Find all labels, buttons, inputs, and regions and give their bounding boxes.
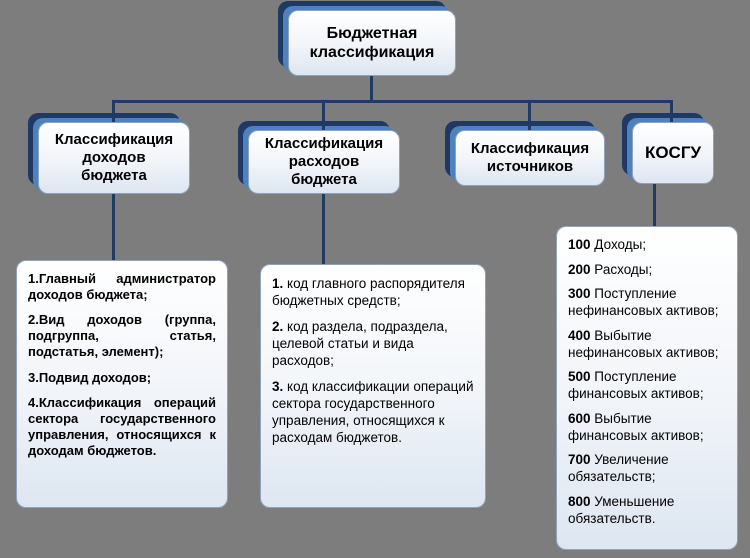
list-item: 600 Выбытие финансовых активов;	[568, 411, 726, 444]
item-text: код раздела, подраздела, целевой статьи …	[272, 319, 448, 368]
list-item: 1. код главного распорядителя бюджетных …	[272, 275, 474, 309]
detail-box-incomes: 1.Главный администратор доходов бюджета;…	[16, 260, 228, 508]
kosgu-code: 700	[568, 452, 591, 468]
kosgu-code: 400	[568, 327, 591, 343]
detail-box-expenses: 1. код главного распорядителя бюджетных …	[260, 264, 486, 508]
kosgu-text: Выбытие нефинансовых активов;	[568, 327, 719, 360]
list-item: 400 Выбытие нефинансовых активов;	[568, 328, 726, 361]
connector-kosgu-detail	[653, 184, 656, 226]
kosgu-code: 100	[568, 237, 591, 252]
branch-sources-label: Классификация источников	[470, 140, 590, 175]
kosgu-text: Увеличение обязательств;	[568, 452, 669, 485]
connector-drop-incomes	[112, 100, 115, 122]
kosgu-text: Поступление финансовых активов;	[568, 369, 704, 402]
branch-node-incomes: Классификация доходов бюджета	[38, 122, 190, 194]
item-number: 3.	[272, 379, 284, 394]
list-item: 800 Уменьшение обязательств.	[568, 494, 726, 527]
list-item: 3. код классификации операций сектора го…	[272, 378, 474, 446]
kosgu-code: 800	[568, 493, 591, 509]
list-item: 2.Вид доходов (группа, подгруппа, статья…	[28, 312, 216, 360]
list-item: 3.Подвид доходов;	[28, 369, 152, 385]
branch-node-kosgu: КОСГУ	[632, 122, 714, 184]
kosgu-code: 200	[568, 261, 591, 277]
list-item: 300 Поступление нефинансовых активов;	[568, 286, 726, 319]
list-item: 200 Расходы;	[568, 262, 726, 279]
connector-drop-sources	[528, 100, 531, 132]
connector-drop-kosgu	[670, 100, 673, 124]
list-item: 4.Классификация операций сектора государ…	[28, 394, 216, 458]
connector-incomes-detail	[112, 194, 115, 260]
branch-expenses-label: Классификация расходов бюджета	[264, 135, 384, 188]
list-item: 500 Поступление финансовых активов;	[568, 369, 726, 402]
branch-node-expenses: Классификация расходов бюджета	[248, 130, 400, 194]
root-node: Бюджетная классификация	[288, 10, 456, 76]
branch-kosgu-label: КОСГУ	[644, 142, 702, 162]
item-number: 2.	[272, 319, 284, 334]
kosgu-text: Расходы;	[594, 261, 653, 277]
connector-drop-expenses	[322, 100, 325, 132]
connector-root-stub	[370, 76, 373, 103]
connector-rail	[112, 100, 673, 103]
kosgu-code: 500	[568, 369, 591, 385]
item-text: код классификации операций сектора госуд…	[272, 379, 474, 445]
list-item: 100 Доходы;	[568, 237, 726, 254]
kosgu-text: Уменьшение обязательств.	[568, 493, 675, 526]
branch-incomes-label: Классификация доходов бюджета	[54, 131, 174, 184]
kosgu-code: 600	[568, 410, 591, 426]
branch-node-sources: Классификация источников	[455, 130, 605, 186]
root-node-label: Бюджетная классификация	[309, 24, 435, 61]
kosgu-text: Доходы;	[594, 237, 647, 252]
list-item: 2. код раздела, подраздела, целевой стат…	[272, 318, 474, 369]
item-text: код главного распорядителя бюджетных сре…	[272, 276, 465, 308]
detail-box-kosgu: 100 Доходы; 200 Расходы; 300 Поступление…	[556, 226, 738, 550]
item-number: 1.	[272, 276, 284, 291]
kosgu-text: Поступление нефинансовых активов;	[568, 286, 719, 319]
kosgu-code: 300	[568, 286, 591, 302]
list-item: 1.Главный администратор доходов бюджета;	[28, 271, 216, 303]
list-item: 700 Увеличение обязательств;	[568, 452, 726, 485]
connector-expenses-detail	[322, 194, 325, 264]
kosgu-text: Выбытие финансовых активов;	[568, 410, 704, 443]
